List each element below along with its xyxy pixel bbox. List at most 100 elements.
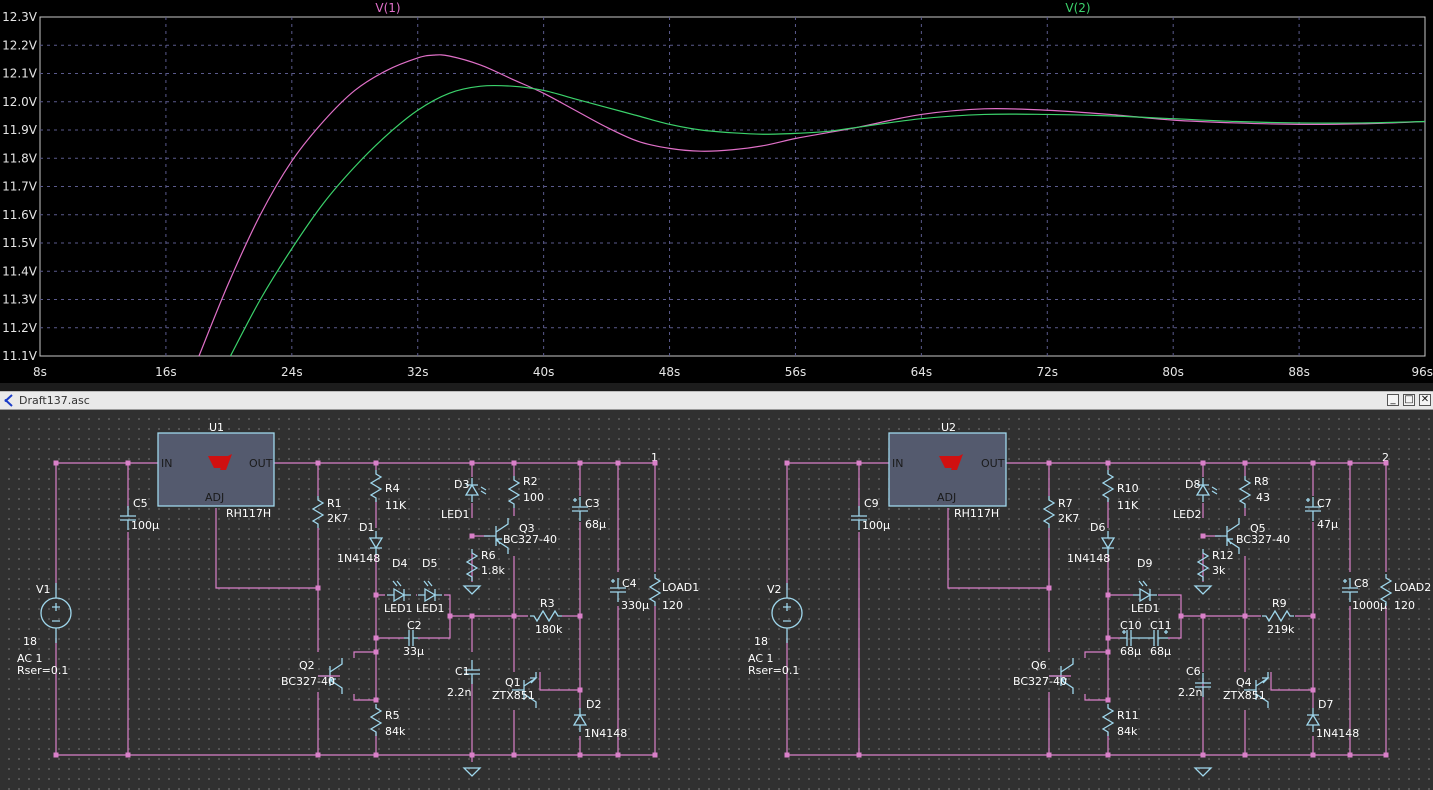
r11-val: 84k [1117,725,1138,738]
v1-rser: Rser=0.1 [17,664,68,677]
u2-in-pin: IN [892,457,903,470]
junction-dot [373,592,379,598]
d1-ref: D1 [359,521,374,534]
u1-part: RH117H [226,507,271,520]
c6-val: 2.2n [1178,686,1202,699]
y-tick-label: 12.2V [2,38,38,52]
junction-dot [615,752,621,758]
junction-dot [1242,613,1248,619]
x-tick-label: 96s [1411,365,1433,379]
junction-dot [469,460,475,466]
plot-traces [198,54,1426,357]
c3-ref: C3 [585,497,600,510]
junction-dot [125,752,131,758]
junction-dot [53,460,59,466]
waveform-plot[interactable]: 11.1V11.2V11.3V11.4V11.5V11.6V11.7V11.8V… [0,0,1433,383]
junction-dot [784,752,790,758]
y-tick-label: 11.6V [2,208,38,222]
junction-dot [315,752,321,758]
y-tick-label: 11.3V [2,293,38,307]
junction-dot [1347,460,1353,466]
junction-dot [856,752,862,758]
trace-line-1[interactable] [198,54,1426,357]
junction-dot [1200,533,1206,539]
c5-val: 100µ [131,519,159,532]
junction-dot [784,460,790,466]
trace-label-v1[interactable]: V(1) [375,1,400,15]
c2-val: 33µ [403,645,424,658]
junction-dot [1105,635,1111,641]
junction-dot [1347,752,1353,758]
minimize-button[interactable]: _ [1387,394,1399,406]
u2-out-pin: OUT [981,457,1005,470]
x-tick-label: 32s [407,365,429,379]
junction-dot [53,752,59,758]
d9-ref: D9 [1137,557,1152,570]
y-axis-ticks: 11.1V11.2V11.3V11.4V11.5V11.6V11.7V11.8V… [2,10,38,363]
junction-dot [511,752,517,758]
r8-ref: R8 [1254,475,1269,488]
r10-ref: R10 [1117,482,1139,495]
circuit-2[interactable]: U2 IN OUT ADJ RH117H V2 18 AC 1 Rser=0.1… [748,421,1431,777]
q2-val: BC327-40 [281,675,335,688]
r1-ref: R1 [327,497,342,510]
d3-val: LED1 [441,508,470,521]
y-tick-label: 12.3V [2,10,38,24]
trace-line-2[interactable] [229,84,1426,357]
junction-dot [1046,752,1052,758]
c7-ref: C7 [1317,497,1332,510]
junction-dot [577,687,583,693]
x-tick-label: 88s [1288,365,1310,379]
r7-ref: R7 [1058,497,1073,510]
junction-dot [1310,460,1316,466]
q1-ref: Q1 [505,676,521,689]
c8-val: 1000µ [1352,599,1387,612]
trace-label-v2[interactable]: V(2) [1065,1,1090,15]
u1-in-pin: IN [161,457,172,470]
junction-dot [1046,460,1052,466]
load2-ref: LOAD2 [1394,581,1431,594]
q5-val: BC327-40 [1236,533,1290,546]
junction-dot [511,613,517,619]
d5-ref: D5 [422,557,437,570]
x-tick-label: 48s [659,365,681,379]
junction-dot [577,460,583,466]
c9-ref: C9 [864,497,879,510]
y-tick-label: 11.2V [2,321,38,335]
d3-ref: D3 [454,478,469,491]
v1-ref: V1 [36,583,51,596]
junction-dot [1200,460,1206,466]
schematic-editor[interactable]: U1 IN OUT ADJ RH117H V1 18 AC 1 Rser=0.1… [0,410,1433,790]
r6-val: 1.8k [481,564,505,577]
maximize-button[interactable]: □ [1403,394,1415,406]
junction-dot [856,460,862,466]
x-tick-label: 72s [1037,365,1059,379]
y-tick-label: 11.4V [2,264,38,278]
schematic-canvas[interactable]: U1 IN OUT ADJ RH117H V1 18 AC 1 Rser=0.1… [0,410,1433,790]
x-tick-label: 40s [533,365,555,379]
c7-val: 47µ [1317,518,1338,531]
r9-ref: R9 [1272,597,1287,610]
y-tick-label: 11.9V [2,123,38,137]
junction-dot [125,460,131,466]
schematic-window-titlebar[interactable]: Draft137.asc _ □ ✕ [0,391,1433,410]
x-tick-label: 24s [281,365,303,379]
junction-dot [373,697,379,703]
c9-val: 100µ [862,519,890,532]
junction-dot [1105,697,1111,703]
x-tick-label: 8s [33,365,47,379]
c1-ref: C1 [455,665,470,678]
node-1-label: 1 [651,451,658,464]
y-tick-label: 11.8V [2,151,38,165]
circuit-1[interactable]: U1 IN OUT ADJ RH117H V1 18 AC 1 Rser=0.1… [17,421,699,777]
close-button[interactable]: ✕ [1419,394,1431,406]
junction-dot [1310,687,1316,693]
q6-val: BC327-40 [1013,675,1067,688]
u2-ref: U2 [941,421,956,434]
junction-dot [1383,460,1389,466]
r12-ref: R12 [1212,549,1234,562]
junction-dot [1178,613,1184,619]
x-tick-label: 16s [155,365,177,379]
